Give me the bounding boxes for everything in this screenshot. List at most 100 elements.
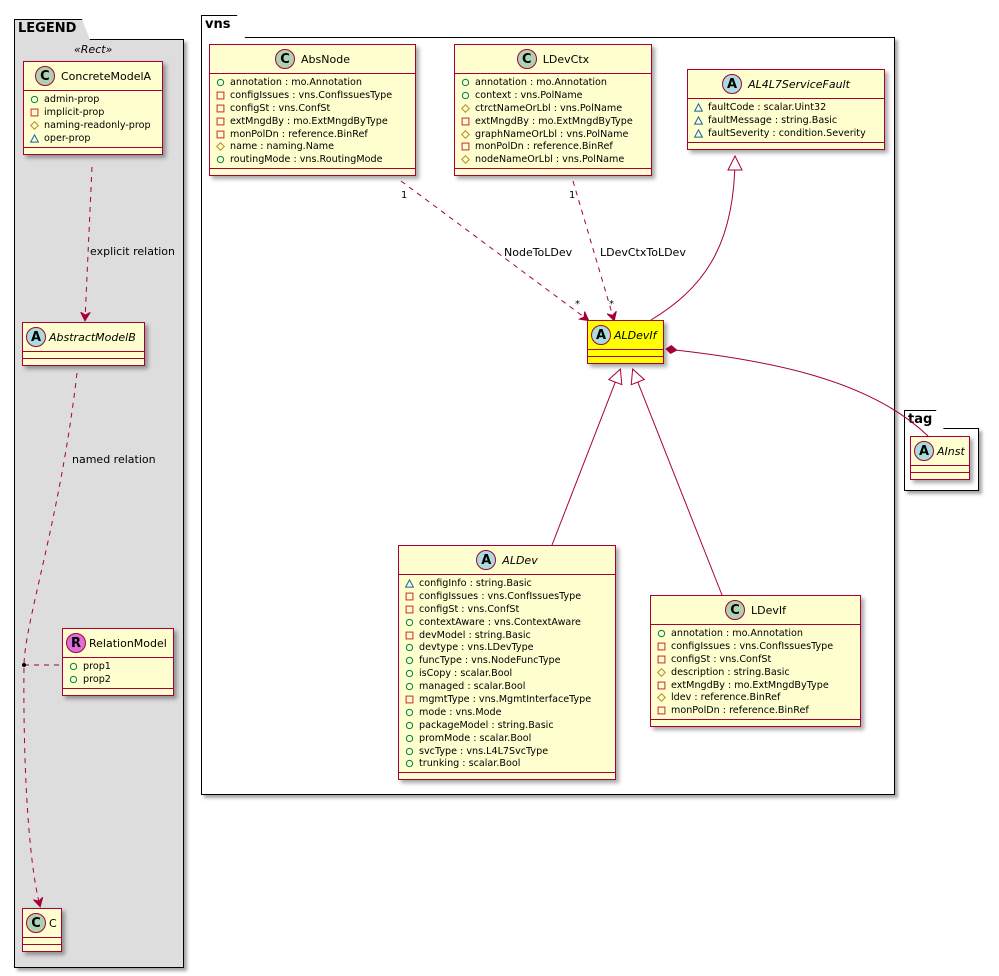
- public-visibility-icon: [405, 682, 414, 691]
- attribute-text: prop2: [83, 673, 111, 685]
- attribute-row: extMngdBy : mo.ExtMngdByType: [461, 115, 647, 128]
- attribute-text: monPolDn : reference.BinRef: [230, 128, 368, 140]
- attribute-row: configIssues : vns.ConfIssuesType: [216, 89, 411, 102]
- attribute-row: oper-prop: [30, 132, 158, 145]
- private-visibility-icon: [657, 706, 666, 715]
- class-name: LDevIf: [751, 603, 786, 617]
- attribute-row: trunking : scalar.Bool: [405, 757, 611, 770]
- private-visibility-icon: [30, 108, 39, 117]
- attribute-row: promMode : scalar.Bool: [405, 732, 611, 745]
- public-visibility-icon: [69, 675, 78, 683]
- attribute-text: configSt : vns.ConfSt: [671, 653, 772, 665]
- attribute-text: packageModel : string.Basic: [419, 719, 554, 731]
- vns-package-tab: vns: [201, 15, 245, 38]
- protected-visibility-icon: [461, 155, 470, 165]
- class-c[interactable]: C C: [22, 908, 62, 952]
- legend-stereotype: «Rect»: [74, 43, 113, 56]
- explicit-relation-label: explicit relation: [90, 245, 176, 258]
- tag-package-tab: tag: [904, 410, 944, 430]
- attribute-row: nodeNameOrLbl : vns.PolName: [461, 153, 647, 166]
- attribute-row: contextAware : vns.ContextAware: [405, 616, 611, 629]
- attribute-row: name : naming.Name: [216, 140, 411, 153]
- attribute-row: configIssues : vns.ConfIssuesType: [657, 640, 856, 653]
- class-name: LDevCtx: [542, 52, 590, 66]
- attribute-text: managed : scalar.Bool: [419, 681, 526, 693]
- class-name: ALDev: [502, 553, 538, 567]
- attribute-text: contextAware : vns.ContextAware: [419, 616, 581, 628]
- class-abstract-model-b[interactable]: A AbstractModelB: [22, 322, 145, 366]
- abstract-badge-icon: A: [26, 327, 46, 347]
- attribute-text: admin-prop: [44, 93, 100, 105]
- attribute-row: isCopy : scalar.Bool: [405, 667, 611, 680]
- private-visibility-icon: [216, 117, 225, 126]
- attribute-row: devtype : vns.LDevType: [405, 641, 611, 654]
- attribute-text: mode : vns.Mode: [419, 706, 502, 718]
- class-name: RelationModel: [89, 636, 167, 650]
- class-name: ALDevIf: [614, 328, 657, 342]
- abstract-badge-icon: A: [914, 441, 934, 461]
- protected-visibility-icon: [30, 120, 39, 130]
- abstract-badge-icon: A: [722, 74, 743, 94]
- package-visibility-icon: [30, 133, 39, 143]
- class-name: C: [49, 916, 57, 930]
- class-al4l7servicefault[interactable]: A AL4L7ServiceFault faultCode : scalar.U…: [687, 69, 885, 150]
- multiplicity-aldevif-from-ldevctx: *: [609, 299, 614, 310]
- private-visibility-icon: [657, 681, 666, 689]
- attribute-text: funcType : vns.NodeFuncType: [419, 655, 561, 667]
- attribute-row: mode : vns.Mode: [405, 706, 611, 719]
- private-visibility-icon: [405, 605, 414, 614]
- abstract-badge-icon: A: [476, 550, 497, 570]
- private-visibility-icon: [461, 117, 470, 126]
- attribute-row: implicit-prop: [30, 106, 158, 119]
- attribute-text: configIssues : vns.ConfIssuesType: [230, 89, 393, 101]
- attribute-row: managed : scalar.Bool: [405, 680, 611, 693]
- public-visibility-icon: [405, 708, 414, 716]
- attribute-row: monPolDn : reference.BinRef: [461, 140, 647, 153]
- public-visibility-icon: [405, 747, 414, 755]
- attribute-text: name : naming.Name: [230, 141, 335, 153]
- package-visibility-icon: [694, 102, 703, 112]
- attribute-text: extMngdBy : mo.ExtMngdByType: [671, 679, 829, 691]
- class-badge-icon: C: [725, 600, 745, 620]
- attribute-text: configSt : vns.ConfSt: [419, 603, 520, 615]
- class-ainst[interactable]: A AInst: [910, 436, 970, 480]
- attribute-text: prop1: [83, 660, 111, 672]
- attribute-text: nodeNameOrLbl : vns.PolName: [475, 154, 625, 166]
- attribute-text: context : vns.PolName: [475, 89, 583, 101]
- class-name: AInst: [937, 444, 965, 458]
- attribute-text: faultCode : scalar.Uint32: [708, 101, 827, 113]
- attribute-row: prop2: [69, 673, 169, 686]
- attribute-row: faultSeverity : condition.Severity: [694, 127, 880, 140]
- private-visibility-icon: [405, 695, 414, 704]
- attribute-text: trunking : scalar.Bool: [419, 758, 521, 770]
- class-badge-icon: C: [275, 49, 296, 69]
- attribute-row: configIssues : vns.ConfIssuesType: [405, 590, 611, 603]
- attribute-text: isCopy : scalar.Bool: [419, 668, 513, 680]
- attribute-row: naming-readonly-prop: [30, 119, 158, 132]
- attribute-row: ldev : reference.BinRef: [657, 691, 856, 704]
- legend-package-title: LEGEND: [18, 21, 77, 36]
- class-aldevif[interactable]: A ALDevIf: [587, 320, 664, 364]
- relation-label-node-to-ldev: NodeToLDev: [504, 246, 573, 259]
- package-visibility-icon: [694, 115, 703, 125]
- private-visibility-icon: [216, 104, 225, 113]
- attribute-row: configSt : vns.ConfSt: [405, 603, 611, 616]
- public-visibility-icon: [405, 670, 414, 678]
- class-name: ConcreteModelA: [60, 69, 152, 83]
- attribute-row: configSt : vns.ConfSt: [657, 653, 856, 666]
- public-visibility-icon: [405, 721, 414, 729]
- attribute-text: mgmtType : vns.MgmtInterfaceType: [419, 693, 592, 705]
- attribute-text: extMngdBy : mo.ExtMngdByType: [230, 115, 388, 127]
- attribute-row: configInfo : string.Basic: [405, 577, 611, 590]
- multiplicity-absnode: 1: [401, 190, 408, 201]
- public-visibility-icon: [461, 78, 470, 87]
